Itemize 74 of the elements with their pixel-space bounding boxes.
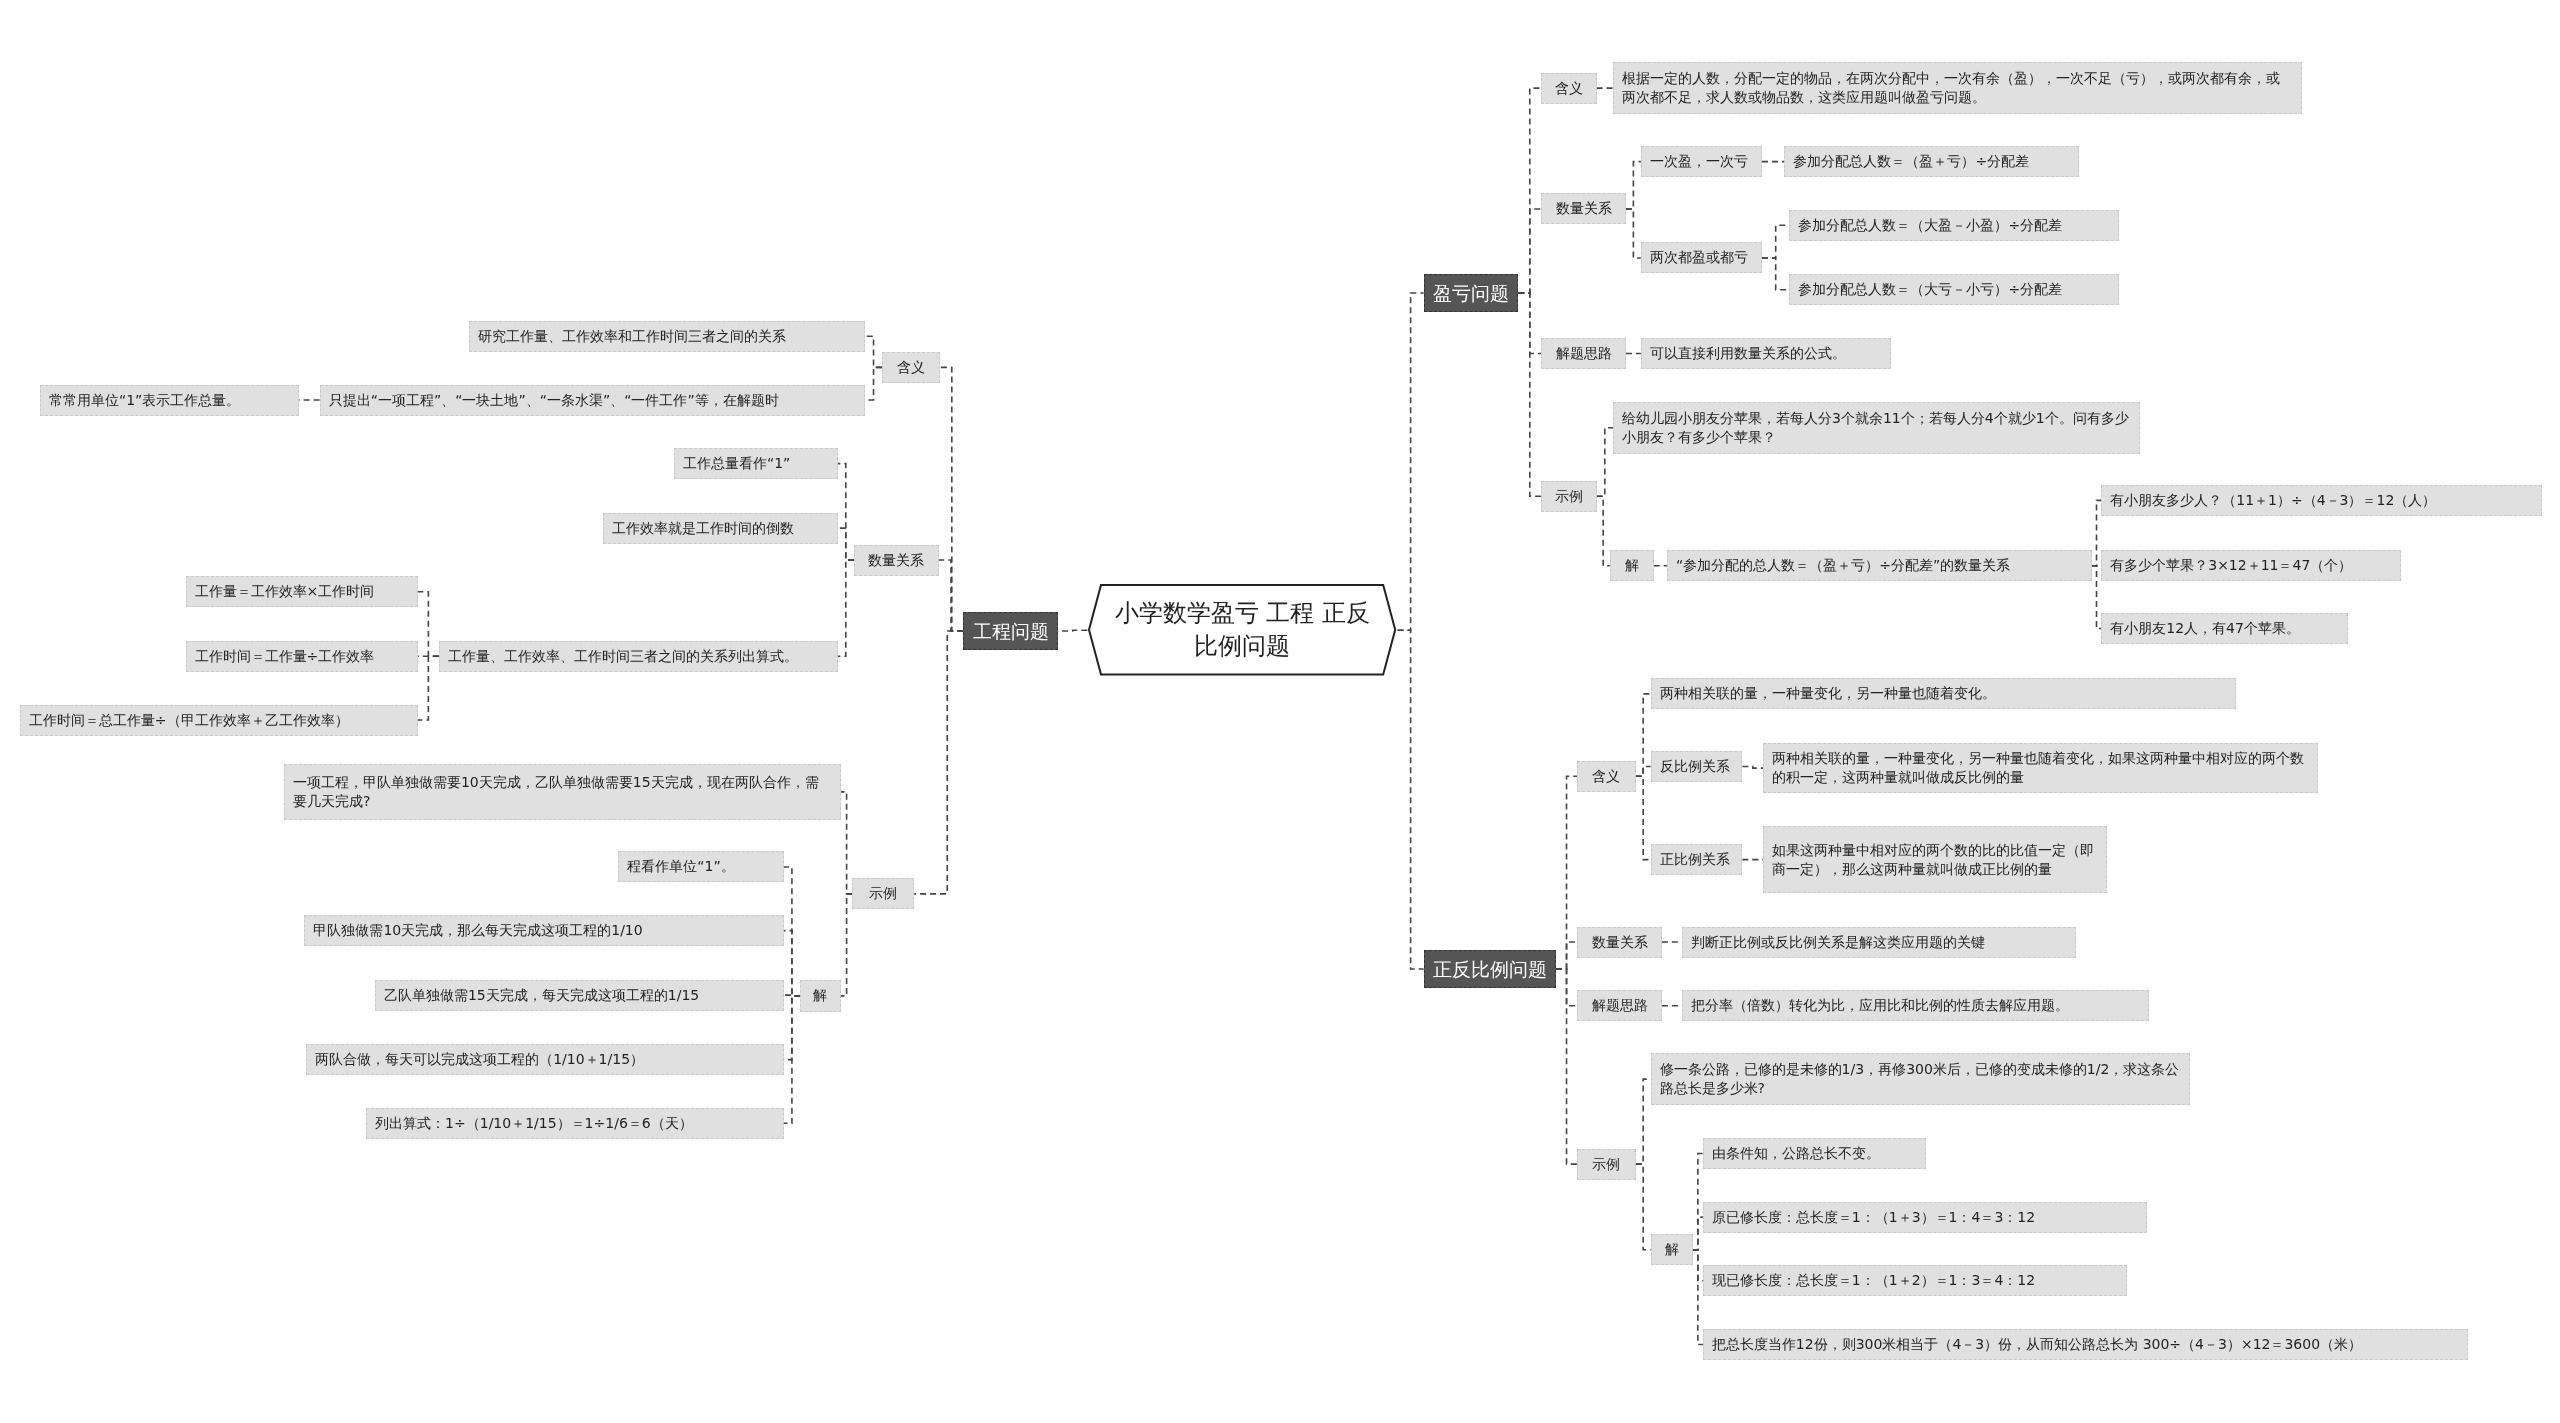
connector-line [417, 655, 440, 721]
topic-box: 含义 [881, 351, 941, 383]
connector-line [782, 995, 801, 1125]
connector-line [1692, 1249, 1704, 1346]
topic-box: 数量关系 [1541, 193, 1626, 225]
text-box: 现已修长度：总长度＝1：（1＋2）＝1：3＝4：12 [1702, 1265, 2128, 1297]
topic-box: 数量关系 [1577, 926, 1662, 958]
text-box: 两种相关联的量，一种量变化，另一种量也随着变化，如果这两种量中相对应的两个数的积一定，这两种量就叫做成反比例的量 [1763, 742, 2319, 794]
connector-line [1652, 564, 1668, 567]
text-box: 修一条公路，已修的是未修的1/3，再修300米后，已修的变成未修的1/2，求这条公路总长是多少米? [1650, 1053, 2190, 1106]
text-box: 可以直接利用数量关系的公式。 [1640, 337, 1891, 369]
text-box: 工作时间＝工作量÷工作效率 [185, 640, 418, 672]
connector-line [840, 893, 854, 997]
text-box: 研究工作量、工作效率和工作时间三者之间的关系 [468, 320, 866, 352]
text-box: 由条件知，公路总长不变。 [1702, 1137, 1927, 1169]
text-box: 两队合做，每天可以完成这项工程的（1/10＋1/15） [306, 1044, 784, 1076]
topic-box: 数量关系 [854, 544, 939, 576]
text-box: 把总长度当作12份，则300米相当于（4－3）份，从而知公路总长为 300÷（4－3）×12＝3600（米） [1702, 1328, 2468, 1360]
text-box: 两次都盈或都亏 [1640, 242, 1762, 274]
text-box: 工作效率就是工作时间的倒数 [603, 512, 838, 544]
topic-box: 示例 [1541, 480, 1597, 512]
text-box: 乙队单独做需15天完成，每天完成这项工程的1/15 [374, 979, 784, 1011]
topic-box: 解 [1609, 550, 1654, 582]
connector-line [913, 630, 965, 895]
topic-box: 含义 [1541, 72, 1597, 104]
text-box: 反比例关系 [1650, 751, 1743, 783]
topic-box: 解 [800, 979, 841, 1013]
text-box: “参加分配的总人数＝（盈＋亏）÷分配差”的数量关系 [1666, 550, 2092, 582]
text-box: 有小朋友多少人？（11＋1）÷（4－3）＝12（人） [2101, 484, 2542, 516]
category-box: 工程问题 [963, 612, 1058, 650]
connector-line [1625, 352, 1642, 355]
text-box: 两种相关联的量，一种量变化，另一种量也随着变化。 [1650, 678, 2236, 710]
text-box: 给幼儿园小朋友分苹果，若每人分3个就余11个；若每人分4个就少1个。问有多少小朋友？有多少个苹果？ [1613, 401, 2140, 454]
text-box: 工作时间＝总工作量÷（甲工作效率＋乙工作效率） [19, 704, 418, 736]
connector-line [1761, 160, 1786, 163]
text-box: 一次盈，一次亏 [1640, 146, 1762, 178]
text-box: 如果这两种量中相对应的两个数的比的比值一定（即商一定），那么这两种量就叫做成正比例的量 [1763, 826, 2107, 894]
category-box: 盈亏问题 [1423, 274, 1519, 312]
text-box: 参加分配总人数＝（大盈－小盈）÷分配差 [1789, 209, 2119, 241]
text-box: 根据一定的人数，分配一定的物品，在两次分配中，一次有余（盈），一次不足（亏），或两次都有余，或两次都不足，求人数或物品数，这类应用题叫做盈亏问题。 [1613, 62, 2303, 115]
connector-line [836, 559, 855, 658]
text-box: 工作总量看作“1” [673, 448, 838, 480]
text-box: 有多少个苹果？3×12＋11＝47（个） [2101, 550, 2401, 582]
connector-line [1741, 765, 1765, 769]
connector-line [1396, 629, 1425, 970]
text-box: 甲队独做需10天完成，那么每天完成这项工程的1/10 [304, 915, 784, 947]
connector-line [1555, 968, 1578, 1165]
topic-box: 解 [1650, 1234, 1693, 1266]
text-box: 工作量、工作效率、工作时间三者之间的关系列出算式。 [438, 640, 838, 672]
text-box: 工作量＝工作效率×工作时间 [185, 576, 418, 608]
connector-line [1517, 292, 1542, 498]
root-hexagon: 小学数学盈亏 工程 正反比例问题 [1087, 584, 1398, 676]
text-box: 原已修长度：总长度＝1：（1＋3）＝1：4＝3：12 [1702, 1201, 2147, 1233]
text-box: 参加分配总人数＝（盈＋亏）÷分配差 [1784, 146, 2079, 178]
text-box: 参加分配总人数＝（大亏－小亏）÷分配差 [1789, 274, 2119, 306]
text-box: 判断正比例或反比例关系是解这类应用题的关键 [1681, 926, 2077, 958]
category-box: 正反比例问题 [1423, 950, 1556, 988]
topic-box: 含义 [1577, 760, 1636, 792]
text-box: 把分率（倍数）转化为比，应用比和比例的性质去解应用题。 [1681, 990, 2149, 1022]
topic-box: 解题思路 [1577, 990, 1662, 1022]
text-box: 只提出“一项工程”、“一块土地”、“一条水渠”、“一件工作”等，在解题时 [319, 384, 866, 416]
topic-box: 解题思路 [1541, 337, 1626, 369]
text-box: 常常用单位“1”表示工作总量。 [39, 384, 299, 416]
connector-line [1595, 87, 1614, 89]
text-box: 程看作单位“1”。 [618, 851, 784, 883]
text-box: 正比例关系 [1650, 844, 1743, 876]
connector-line [1595, 495, 1611, 567]
connector-line [2091, 564, 2102, 630]
connector-line [1625, 208, 1642, 259]
text-box: 有小朋友12人，有47个苹果。 [2101, 613, 2348, 645]
text-box: 一项工程，甲队单独做需要10天完成，乙队单独做需要15天完成，现在两队合作，需要几天完成? [283, 764, 841, 820]
topic-box: 示例 [852, 878, 915, 910]
text-box: 列出算式：1÷（1/10＋1/15）＝1÷1/6＝6（天） [366, 1107, 784, 1139]
topic-box: 示例 [1577, 1148, 1636, 1180]
